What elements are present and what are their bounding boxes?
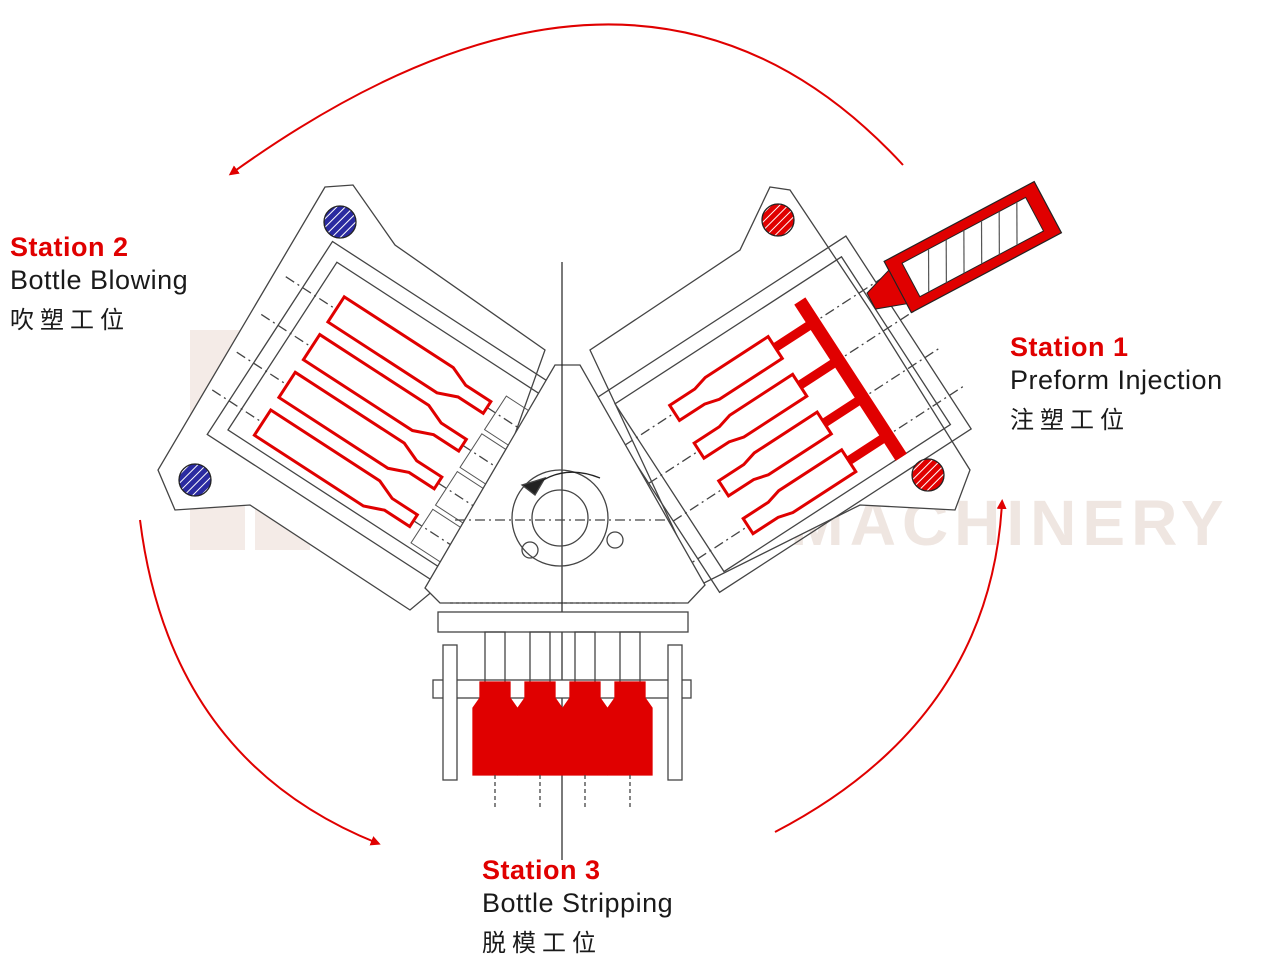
arc-arrow-right (774, 499, 1007, 833)
station-3-name-zh: 脱模工位 (482, 929, 602, 957)
injection-nozzle (866, 180, 1063, 314)
guide-pin-bottom-left (178, 463, 212, 497)
station-2-label: Station 2 Bottle Blowing 吹塑工位 (10, 232, 188, 335)
station-2-name-en: Bottle Blowing (10, 265, 189, 295)
arc-arrow-left (139, 519, 381, 846)
station-1-mold (589, 186, 973, 594)
station-1-preform-cavities (667, 334, 858, 536)
hot-runner (772, 297, 907, 466)
station-2-mold (157, 184, 585, 611)
arc-arrow-top (228, 23, 904, 176)
station-1-name-zh: 注塑工位 (1010, 406, 1130, 434)
station-1-name-en: Preform Injection (1010, 365, 1223, 395)
station-2-name-zh: 吹塑工位 (10, 306, 130, 334)
station-1-title: Station 1 (1010, 332, 1129, 362)
guide-pin-bottom-right (911, 458, 945, 492)
guide-pin-top-right (761, 203, 795, 237)
station-3-label: Station 3 Bottle Stripping 脱模工位 (482, 855, 673, 958)
rotation-arrows (139, 23, 1007, 846)
station-3-title: Station 3 (482, 855, 601, 885)
station-3-name-en: Bottle Stripping (482, 888, 674, 918)
rotary-turret (424, 262, 706, 860)
guide-pin-top-left (323, 205, 357, 239)
station-3-stripping (432, 602, 692, 808)
station-1-label: Station 1 Preform Injection 注塑工位 (1010, 332, 1223, 435)
station-2-title: Station 2 (10, 232, 129, 262)
stripped-bottles (472, 681, 653, 776)
turret-hub (531, 489, 589, 547)
station-2-bottle-cavities (252, 294, 493, 529)
